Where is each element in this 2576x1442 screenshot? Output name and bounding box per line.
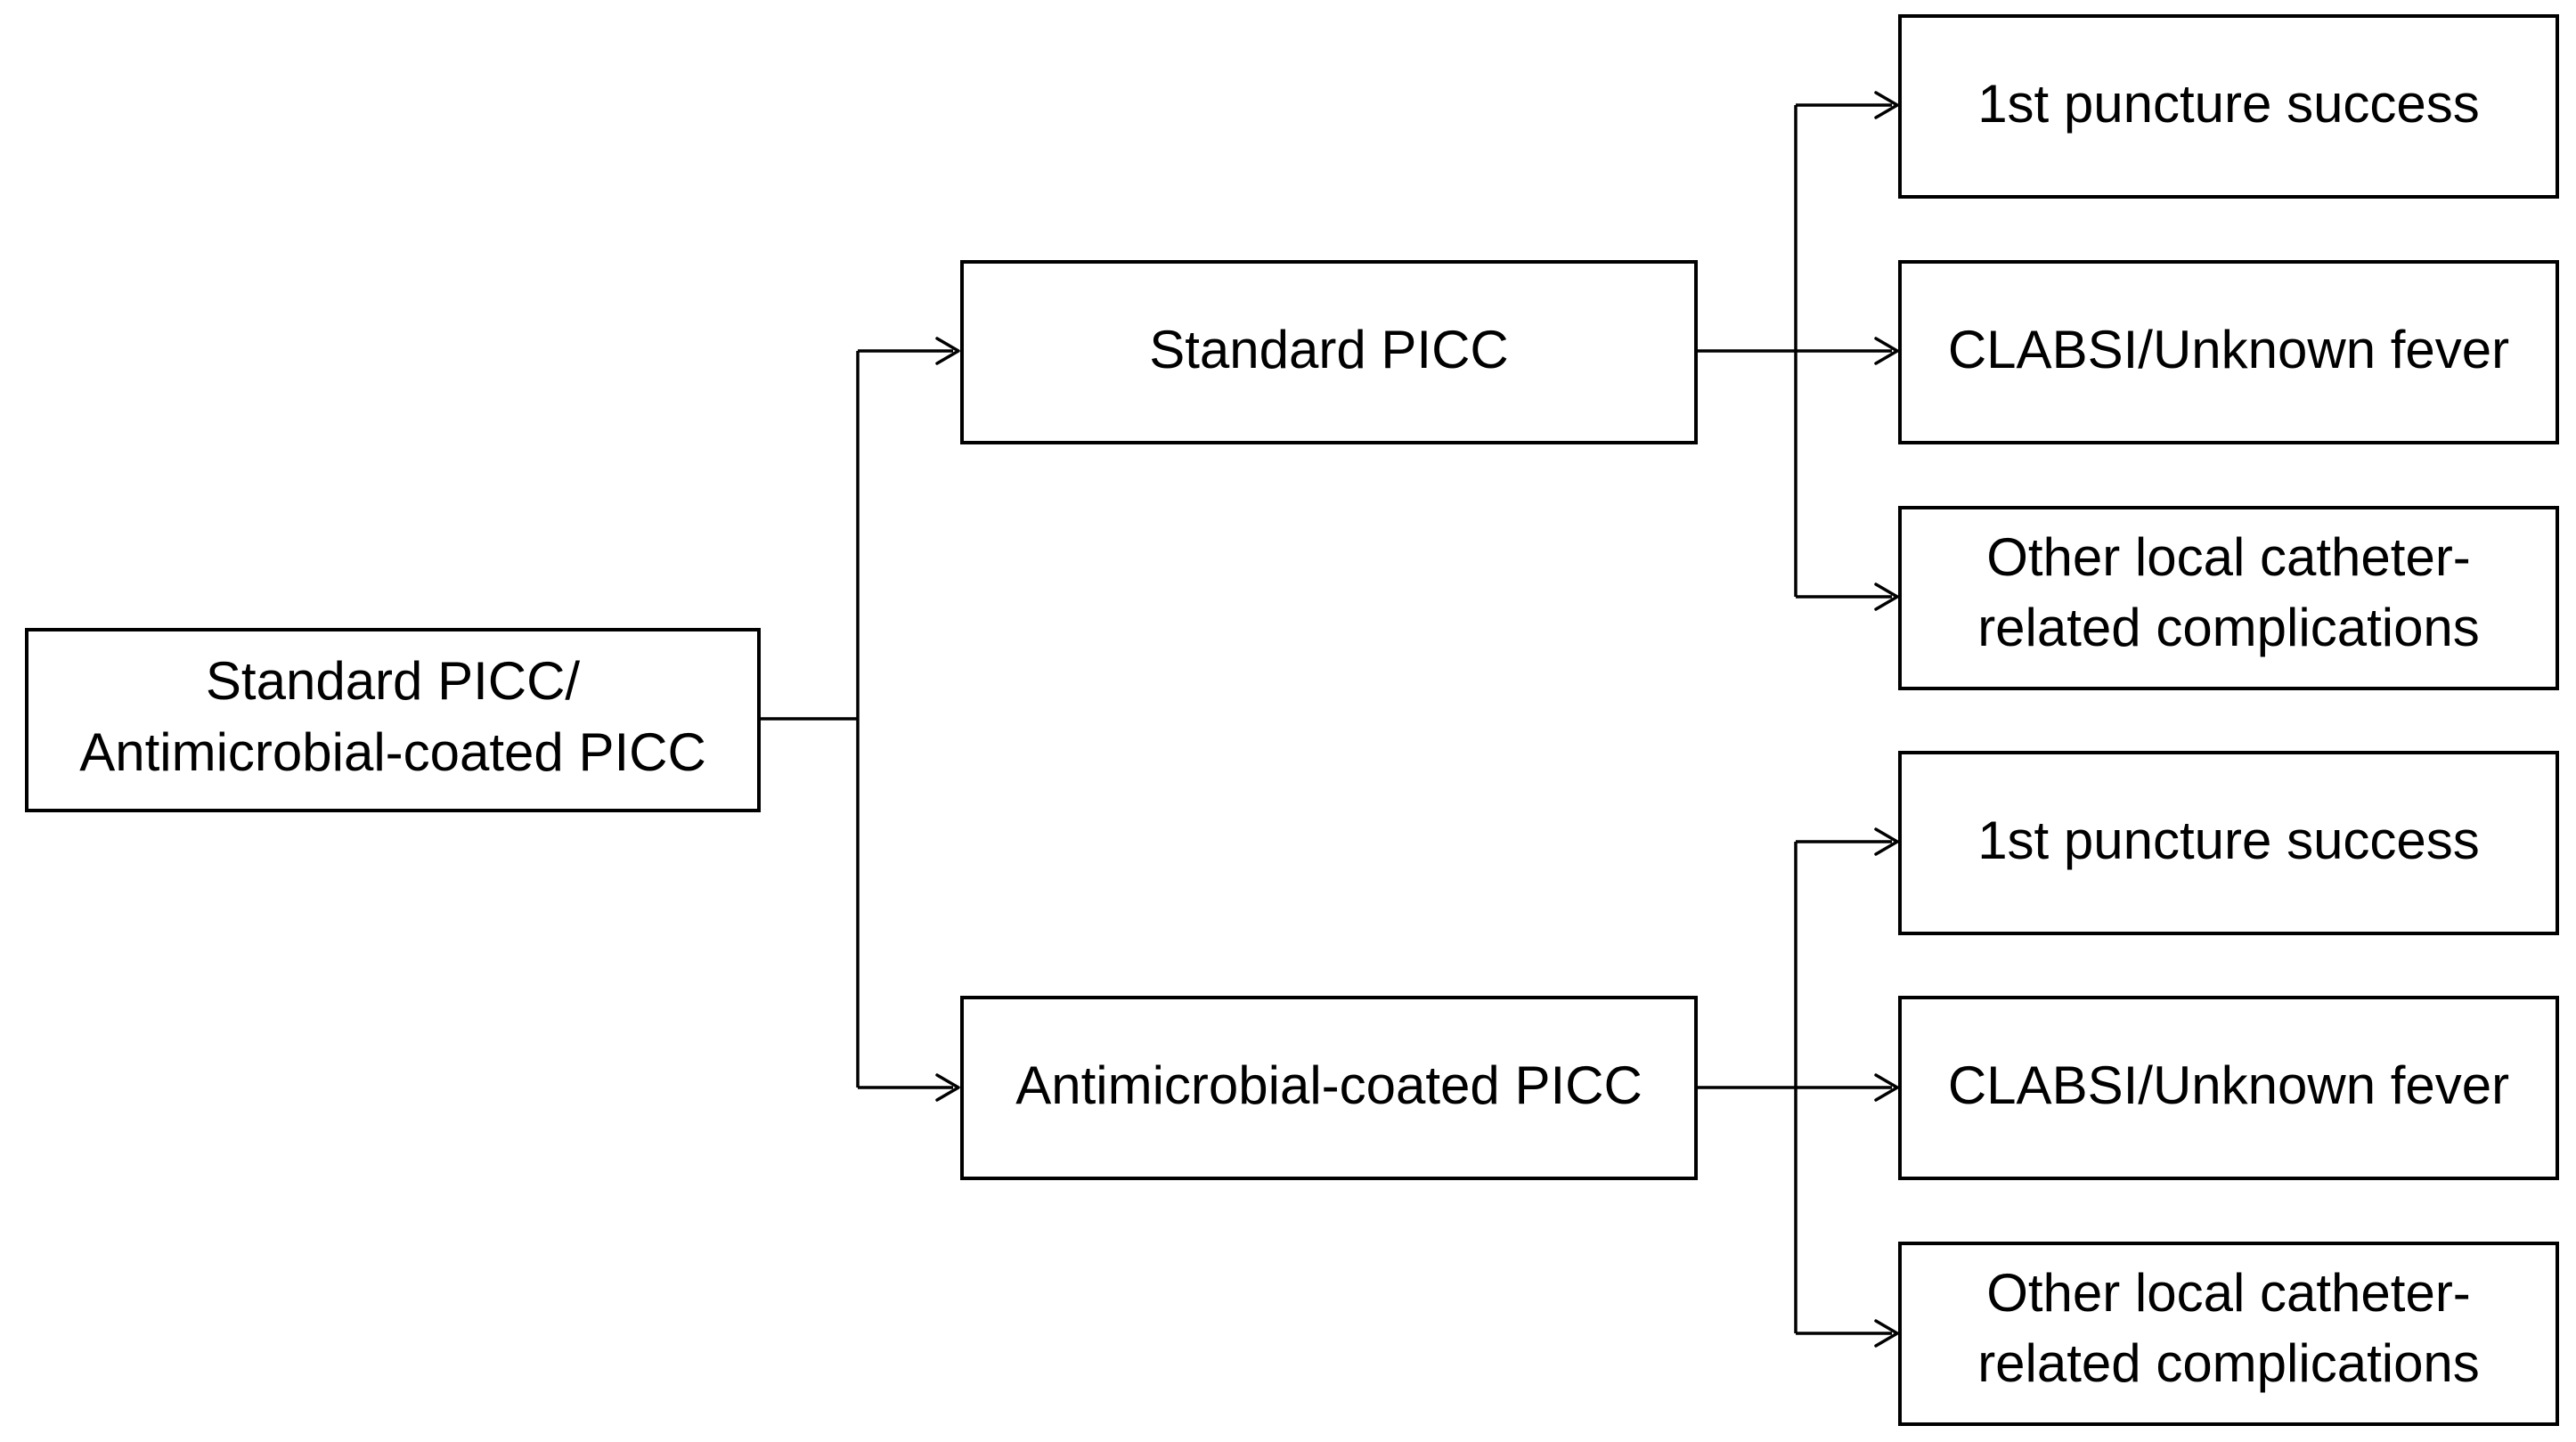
arrowhead-standard-picc: [935, 337, 960, 365]
connector-root-to-groups: [758, 349, 953, 1089]
arrowhead-standard-outcome-1: [1874, 91, 1899, 119]
root-node-line-2: Antimicrobial-coated PICC: [79, 722, 706, 782]
outcome-node-antimicrobial-other-complications: Other local catheter- related complicati…: [1898, 1242, 2559, 1426]
outcome-node-box: [1898, 996, 2559, 1180]
outcome-node-box: [1898, 1242, 2559, 1426]
group-node-standard-picc-box: [960, 260, 1698, 444]
outcome-node-standard-other-complications: Other local catheter- related complicati…: [1898, 506, 2559, 690]
group-node-antimicrobial-picc-label: Antimicrobial-coated PICC: [1015, 1055, 1643, 1115]
outcome-node-antimicrobial-puncture-success: 1st puncture success: [1898, 751, 2559, 935]
outcome-node-antimicrobial-clabsi: CLABSI/Unknown fever: [1898, 996, 2559, 1180]
outcome-node-label: CLABSI/Unknown fever: [1948, 1055, 2509, 1115]
outcome-node-standard-puncture-success: 1st puncture success: [1898, 14, 2559, 199]
outcome-node-line-1: Other local catheter-: [1986, 527, 2471, 587]
outcome-node-box: [1898, 14, 2559, 199]
arrowhead-antimicrobial-outcome-2: [1874, 1073, 1899, 1102]
outcome-node-box: [1898, 751, 2559, 935]
group-node-antimicrobial-picc-box: [960, 996, 1698, 1180]
arrowhead-antimicrobial-picc: [935, 1073, 960, 1102]
outcome-node-label: 1st puncture success: [1977, 811, 2480, 870]
root-node-box: [25, 628, 761, 812]
outcome-node-box: [1898, 260, 2559, 444]
outcome-node-label: CLABSI/Unknown fever: [1948, 320, 2509, 379]
arrowhead-antimicrobial-outcome-3: [1874, 1319, 1899, 1348]
outcome-node-label: 1st puncture success: [1977, 74, 2480, 134]
arrowhead-standard-outcome-2: [1874, 337, 1899, 365]
root-node: Standard PICC/ Antimicrobial-coated PICC: [25, 628, 761, 812]
outcome-node-line-2: related complications: [1977, 598, 2480, 657]
group-node-antimicrobial-picc: Antimicrobial-coated PICC: [960, 996, 1698, 1180]
group-node-standard-picc: Standard PICC: [960, 260, 1698, 444]
outcome-node-line-1: Other local catheter-: [1986, 1263, 2471, 1323]
group-node-standard-picc-label: Standard PICC: [1149, 320, 1509, 379]
arrowhead-antimicrobial-outcome-1: [1874, 827, 1899, 856]
outcome-node-line-2: related complications: [1977, 1333, 2480, 1393]
arrowhead-standard-outcome-3: [1874, 583, 1899, 611]
outcome-node-standard-clabsi: CLABSI/Unknown fever: [1898, 260, 2559, 444]
outcome-node-box: [1898, 506, 2559, 690]
connector-standard-to-outcomes: [1696, 103, 1892, 599]
root-node-line-1: Standard PICC/: [206, 651, 581, 711]
connector-antimicrobial-to-outcomes: [1696, 840, 1892, 1335]
